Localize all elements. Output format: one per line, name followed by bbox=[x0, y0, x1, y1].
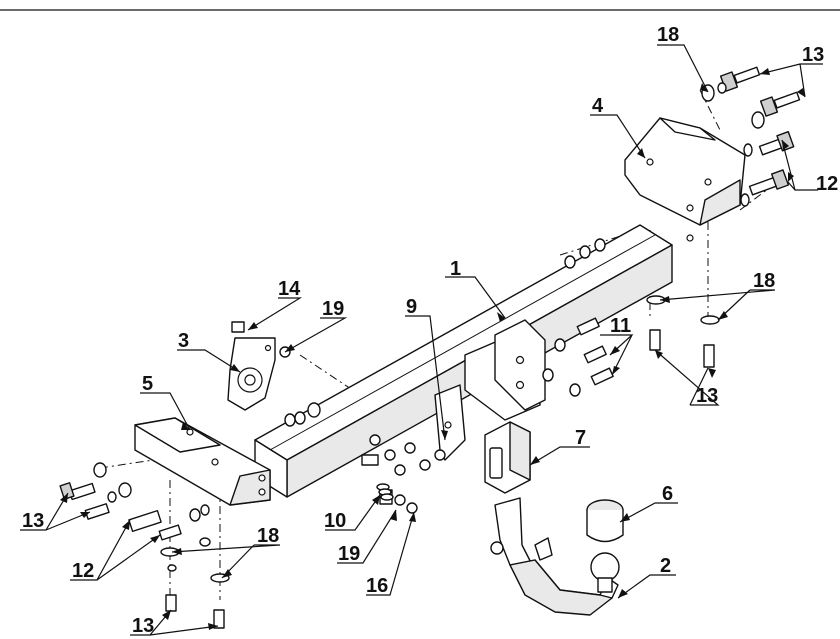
callout-7: 7 bbox=[575, 427, 586, 449]
callout-18-top: 18 bbox=[657, 24, 679, 46]
callout-9: 9 bbox=[406, 296, 417, 318]
callout-13-left: 13 bbox=[22, 510, 44, 532]
callout-11: 11 bbox=[610, 315, 631, 337]
center-plate-part bbox=[434, 319, 546, 461]
callout-13-bottom: 13 bbox=[132, 615, 154, 637]
callout-3: 3 bbox=[178, 330, 189, 352]
callout-18-right: 18 bbox=[753, 270, 775, 292]
callout-2: 2 bbox=[660, 555, 671, 577]
right-fasteners bbox=[646, 66, 801, 368]
callout-19-left: 19 bbox=[338, 543, 360, 565]
callout-19-right: 19 bbox=[322, 298, 344, 320]
crossbar-part bbox=[254, 224, 673, 498]
callout-12-right: 12 bbox=[816, 173, 838, 195]
callout-labels: 1 2 3 4 5 6 7 9 10 11 12 12 13 13 13 13 … bbox=[22, 24, 838, 637]
callout-10: 10 bbox=[324, 510, 346, 532]
callout-18-left: 18 bbox=[257, 525, 279, 547]
callout-6: 6 bbox=[662, 483, 673, 505]
callout-5: 5 bbox=[142, 373, 153, 395]
socket-plate-part bbox=[227, 337, 276, 411]
callout-13-right: 13 bbox=[696, 385, 718, 407]
spring-washer-part bbox=[376, 483, 394, 501]
ball-neck-part bbox=[490, 497, 619, 616]
leader-arrowheads bbox=[60, 68, 805, 630]
left-bracket-part bbox=[134, 417, 271, 506]
callout-16: 16 bbox=[366, 575, 388, 597]
right-bracket-part bbox=[624, 117, 746, 242]
callout-12-left: 12 bbox=[72, 560, 94, 582]
callout-4: 4 bbox=[592, 95, 604, 117]
callout-1: 1 bbox=[450, 258, 461, 280]
left-fasteners bbox=[59, 462, 230, 629]
callout-13-top: 13 bbox=[802, 44, 824, 66]
ball-cap-part bbox=[586, 499, 624, 593]
callout-14: 14 bbox=[278, 278, 301, 300]
leader-lines bbox=[20, 44, 823, 636]
receiver-block-part bbox=[484, 421, 531, 494]
